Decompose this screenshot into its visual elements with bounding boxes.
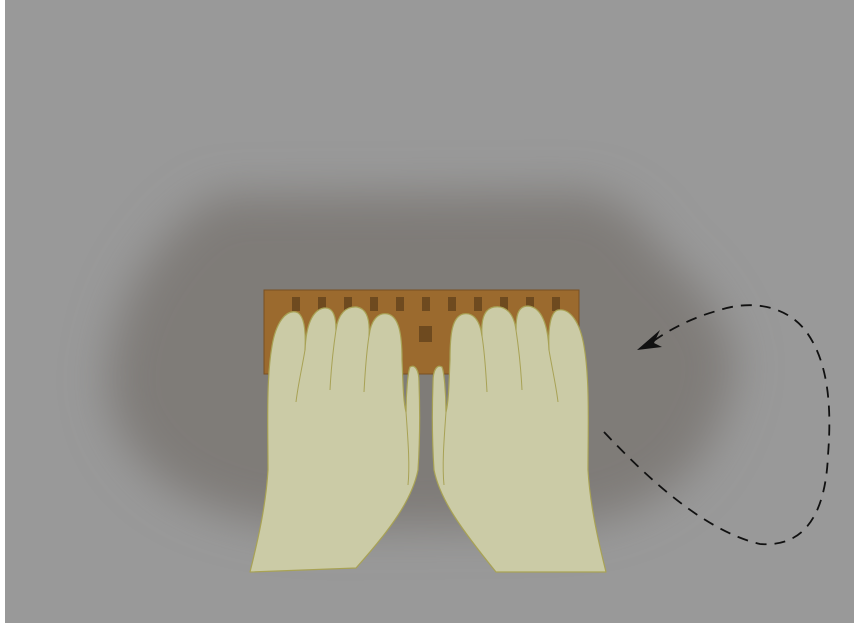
keyboard-key	[370, 297, 378, 311]
keyboard-key	[422, 297, 430, 311]
keyboard-key	[292, 297, 300, 311]
keyboard-key	[396, 297, 404, 311]
keyboard-key	[552, 297, 560, 311]
keyboard-key	[448, 297, 456, 311]
keyboard-key	[474, 297, 482, 311]
keyboard-space-key	[419, 326, 432, 342]
